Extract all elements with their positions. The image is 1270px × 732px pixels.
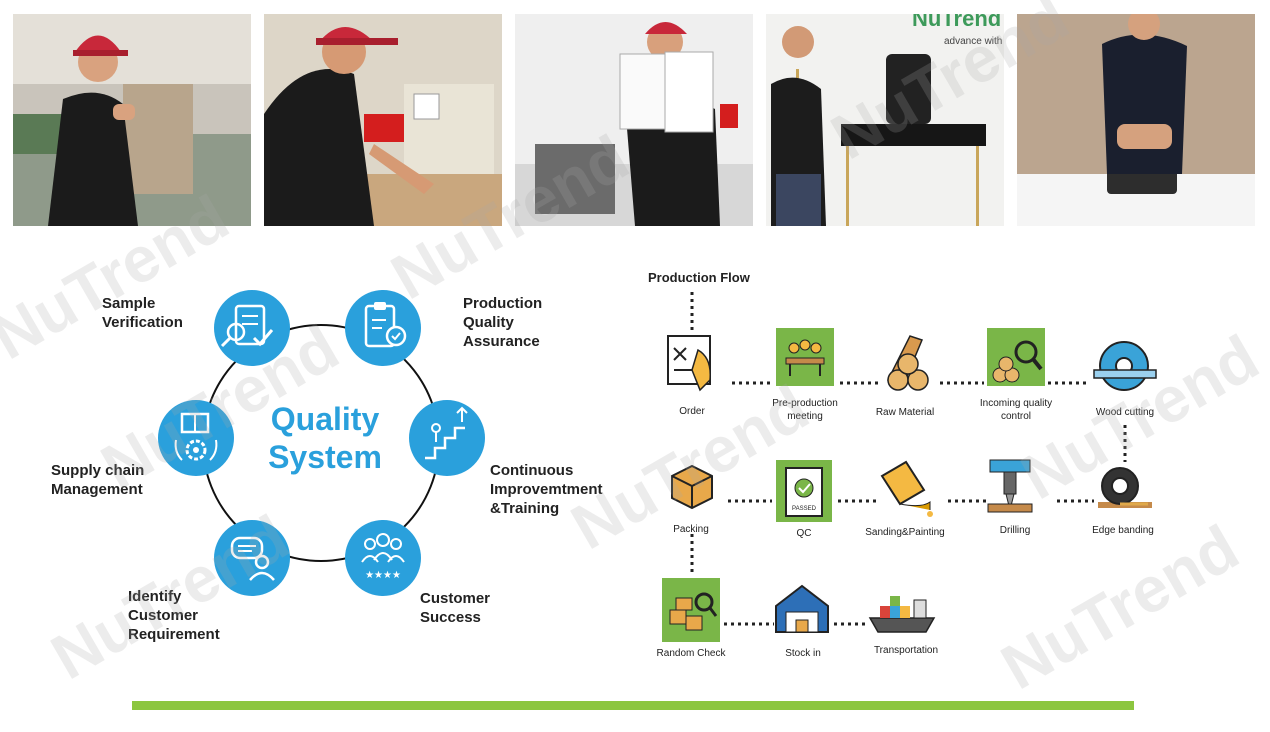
- order-document-icon: [667, 335, 711, 392]
- flow-step-label: Sanding&Painting: [865, 527, 945, 538]
- flow-step-label: Drilling: [999, 525, 1031, 536]
- saw-blade-icon: [1093, 341, 1157, 391]
- label-sample-verification: Sample Verification: [102, 295, 183, 331]
- flow-step-label: Stock in: [785, 648, 821, 659]
- photo-sample-board-inspection: [13, 14, 251, 226]
- package-box-icon: [671, 464, 713, 510]
- photo-weight-test: [1017, 14, 1255, 226]
- flow-step-label: Transportation: [873, 645, 939, 656]
- qc-clipboard-icon: PASSED: [776, 460, 832, 522]
- boxes-magnifier-icon: [662, 578, 720, 642]
- chat-person-icon: [214, 520, 290, 596]
- photo-cabinet-door-inspection: [515, 14, 753, 226]
- flow-step-label: Packing: [673, 524, 709, 535]
- checklist-magnifier-icon: [214, 290, 290, 366]
- label-production-quality-assurance: Production Quality Assurance: [463, 295, 543, 350]
- clipboard-badge-icon: [345, 290, 421, 366]
- gear-boxes-icon: [158, 400, 234, 476]
- logs-magnifier-icon: [987, 328, 1045, 386]
- logs-icon: [887, 335, 929, 391]
- quality-title-line2: System: [268, 439, 382, 475]
- photo-desk-load-test: NuTrend advance with: [766, 14, 1004, 226]
- flow-step-label: Wood cutting: [1095, 407, 1155, 418]
- paint-bucket-icon: [880, 460, 933, 517]
- warehouse-icon: [775, 584, 829, 633]
- flow-step-label: Random Check: [656, 648, 726, 659]
- production-flow-diagram: PASSED: [662, 292, 1157, 642]
- tape-roll-icon: [1098, 467, 1152, 508]
- team-stars-icon: ★★★★: [345, 520, 421, 596]
- photo-logo-text: NuTrend: [912, 14, 1001, 31]
- stairs-climber-icon: [409, 400, 485, 476]
- photo-tagline-text: advance with: [944, 36, 1002, 47]
- svg-text:★★★★: ★★★★: [365, 570, 401, 581]
- flow-step-label: QC: [796, 528, 812, 539]
- quality-title-line1: Quality: [270, 401, 380, 437]
- meeting-icon: [776, 328, 834, 386]
- svg-text:PASSED: PASSED: [792, 506, 817, 512]
- label-supply-chain-management: Supply chain Management: [51, 462, 145, 498]
- flow-step-label: Raw Material: [875, 407, 935, 418]
- label-continuous-improvement: Continuous Improvemtment &Training: [490, 462, 603, 517]
- quality-system-title: Quality System: [225, 400, 425, 476]
- label-customer-success: Customer Success: [420, 590, 491, 626]
- flow-step-label: Incoming quality control: [979, 398, 1053, 422]
- flow-step-label: Order: [679, 406, 705, 417]
- flow-step-label: Edge banding: [1092, 525, 1154, 536]
- cargo-ship-icon: [868, 596, 936, 633]
- footer-accent-bar: [132, 701, 1134, 710]
- photo-panel-inspection: [264, 14, 502, 226]
- quality-system-diagram: ★★★★: [158, 290, 485, 596]
- flow-step-label: Pre-production meeting: [772, 398, 838, 422]
- drill-press-icon: [987, 459, 1033, 513]
- label-identify-customer-requirement: Identify Customer Requirement: [128, 588, 220, 643]
- production-flow-title: Production Flow: [648, 270, 750, 285]
- flow-connectors: [690, 292, 1127, 626]
